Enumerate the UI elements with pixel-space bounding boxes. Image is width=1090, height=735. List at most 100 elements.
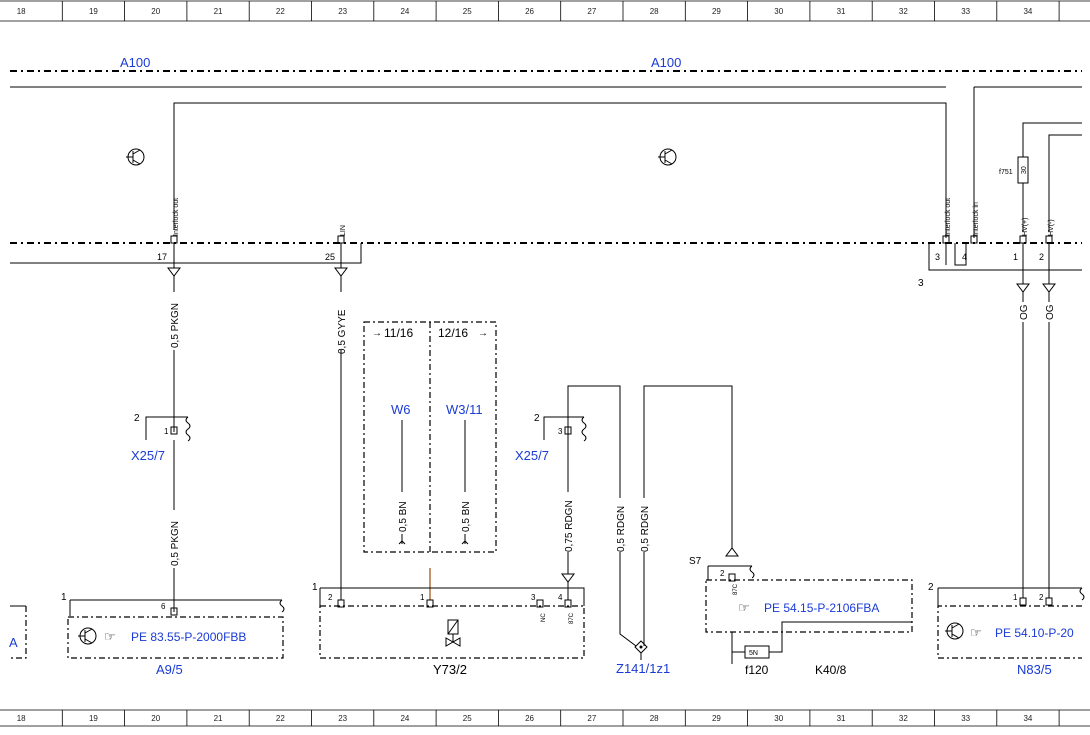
svg-text:2: 2 xyxy=(534,413,540,424)
pointing-hand-icon: ☞ xyxy=(738,600,750,615)
n835-ref: PE 54.10-P-20 xyxy=(995,626,1074,640)
ruler-column-label: 33 xyxy=(961,714,970,723)
ruler-column-label: 30 xyxy=(774,714,783,723)
svg-text:2: 2 xyxy=(1039,593,1044,602)
svg-text:1: 1 xyxy=(420,593,425,602)
k408-label: K40/8 xyxy=(815,663,847,677)
svg-text:1: 1 xyxy=(61,592,67,603)
svg-text:4: 4 xyxy=(962,252,967,262)
pin-lin: LIN xyxy=(340,225,347,236)
ruler-column-label: 30 xyxy=(774,7,783,16)
n835-label: N83/5 xyxy=(1017,662,1052,677)
connector-x25-left: 2 1 X25/7 xyxy=(131,413,191,463)
svg-text:2: 2 xyxy=(1039,252,1044,262)
ruler-column-label: 29 xyxy=(712,7,721,16)
component-k40-8: S7 2 87C ☞ PE 54.15-P-2106FBA 5N f120 K4… xyxy=(689,547,913,677)
ruler-column-label: 28 xyxy=(650,7,659,16)
ruler-column-label: 28 xyxy=(650,714,659,723)
svg-text:S7: S7 xyxy=(689,556,702,567)
ruler-column-label: 18 xyxy=(17,7,26,16)
wire-label-pkgn-top: 0,5 PKGN xyxy=(170,303,181,348)
ruler-column-label: 29 xyxy=(712,714,721,723)
ruler-column-label: 20 xyxy=(151,714,160,723)
component-n83-5: OG OG 2 1 2 ☞ PE 54.10-P-20 N83/5 xyxy=(928,292,1085,677)
left-partial-component: A xyxy=(9,605,27,659)
svg-text:87C: 87C xyxy=(733,583,739,595)
solenoid-valve-icon xyxy=(445,619,461,647)
svg-text:f120: f120 xyxy=(745,663,769,677)
ref-11-16: 11/16 xyxy=(384,326,413,340)
fuse-label: f751 xyxy=(999,169,1013,176)
connector-x25-right: 2 3 X25/7 xyxy=(515,413,587,463)
ruler-column-label: 23 xyxy=(338,714,347,723)
svg-text:1: 1 xyxy=(164,427,169,436)
ruler-column-label: 23 xyxy=(338,7,347,16)
svg-text:2: 2 xyxy=(328,593,333,602)
ruler-column-label: 21 xyxy=(214,714,223,723)
ruler-column-label: 22 xyxy=(276,714,285,723)
ruler-column-label: 26 xyxy=(525,714,534,723)
svg-text:A: A xyxy=(9,635,18,650)
component-a9-5: 1 6 ☞ PE 83.55-P-2000FBB A9/5 xyxy=(61,592,285,677)
ruler-column-label: 27 xyxy=(587,714,596,723)
ruler-column-label: 31 xyxy=(837,7,846,16)
pointing-hand-icon: ☞ xyxy=(970,625,982,640)
ruler-column-label: 27 xyxy=(587,7,596,16)
transistor-icon xyxy=(945,622,964,640)
a95-ref: PE 83.55-P-2000FBB xyxy=(131,630,246,644)
ruler-column-label: 18 xyxy=(17,714,26,723)
k408-ref: PE 54.15-P-2106FBA xyxy=(764,601,879,615)
ruler-column-label: 22 xyxy=(276,7,285,16)
a100-label-mid: A100 xyxy=(651,55,681,70)
wire-label-rdgn-b: 0,5 RDGN xyxy=(640,506,651,552)
svg-text:3: 3 xyxy=(558,427,563,436)
svg-text:2: 2 xyxy=(720,569,725,578)
svg-text:OG: OG xyxy=(1019,304,1030,320)
ruler-column-label: 31 xyxy=(837,714,846,723)
a95-label: A9/5 xyxy=(156,662,183,677)
pin-interlock-out-left: Interlock out xyxy=(173,198,180,236)
ruler-column-label: 24 xyxy=(400,714,409,723)
ruler-column-label: 34 xyxy=(1023,714,1032,723)
pin-25: 25 xyxy=(325,252,335,262)
component-y73-2: 1 2 1 3 4 NC 87C Y73/2 xyxy=(312,582,585,677)
svg-text:OG: OG xyxy=(1045,304,1056,320)
ruler-column-label: 25 xyxy=(463,7,472,16)
right-connector-bar xyxy=(928,243,1082,271)
svg-text:6: 6 xyxy=(161,602,166,611)
wire-rdgn-loop-b xyxy=(643,385,733,646)
pointing-hand-icon: ☞ xyxy=(104,629,116,644)
ruler-column-label: 24 xyxy=(400,7,409,16)
ruler-column-label: 26 xyxy=(525,7,534,16)
pin-hv-minus: HV(-) xyxy=(1048,219,1055,236)
svg-text:3: 3 xyxy=(935,252,940,262)
ruler-column-label: 20 xyxy=(151,7,160,16)
svg-text:NC: NC xyxy=(541,613,547,622)
transistor-icon xyxy=(658,148,677,166)
wire-label-rdgn-075: 0,75 RDGN xyxy=(564,500,575,552)
pin-interlock-out-right: Interlock out xyxy=(945,198,952,236)
ruler-column-label: 19 xyxy=(89,714,98,723)
wire-label-gyye: 0,5 GYYE xyxy=(337,309,348,354)
ruler-column-label: 34 xyxy=(1023,7,1032,16)
a100-label-left: A100 xyxy=(120,55,150,70)
svg-text:X25/7: X25/7 xyxy=(515,448,549,463)
svg-text:87C: 87C xyxy=(569,612,575,624)
svg-text:0,5 BN: 0,5 BN xyxy=(398,501,409,532)
splice-z141: Z141/1z1 xyxy=(616,640,670,676)
svg-text:2: 2 xyxy=(928,582,934,593)
svg-text:Z141/1z1: Z141/1z1 xyxy=(616,661,670,676)
ruler-column-label: 32 xyxy=(899,7,908,16)
transistor-icon xyxy=(78,627,97,645)
svg-text:→: → xyxy=(478,328,488,339)
ruler-column-label: 33 xyxy=(961,7,970,16)
wire-label-rdgn-a: 0,5 RDGN xyxy=(616,506,627,552)
left-connector-bar xyxy=(10,243,362,264)
transistor-icon xyxy=(126,148,145,166)
ruler-column-label: 19 xyxy=(89,7,98,16)
w6-label: W6 xyxy=(391,402,411,417)
svg-text:30: 30 xyxy=(1021,166,1028,174)
svg-text:X25/7: X25/7 xyxy=(131,448,165,463)
